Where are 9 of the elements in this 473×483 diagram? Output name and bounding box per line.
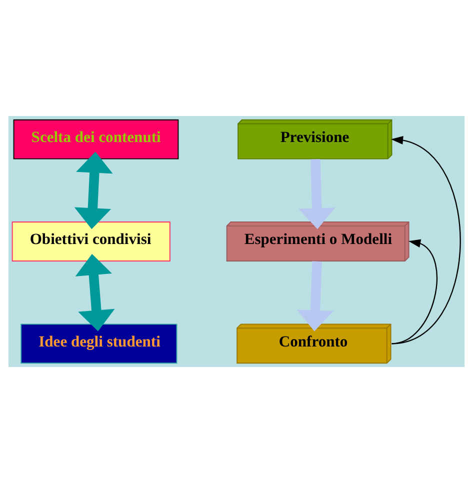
node-box: Idee degli studenti bbox=[20, 324, 178, 364]
node-box: Scelta dei contenuti bbox=[13, 119, 179, 160]
arrow bbox=[390, 136, 461, 344]
arrow bbox=[74, 152, 113, 230]
arrow bbox=[298, 159, 336, 230]
node-box: Obiettivi condivisi bbox=[12, 222, 170, 262]
arrow bbox=[392, 239, 438, 344]
arrow bbox=[296, 261, 334, 332]
arrow bbox=[75, 254, 115, 332]
